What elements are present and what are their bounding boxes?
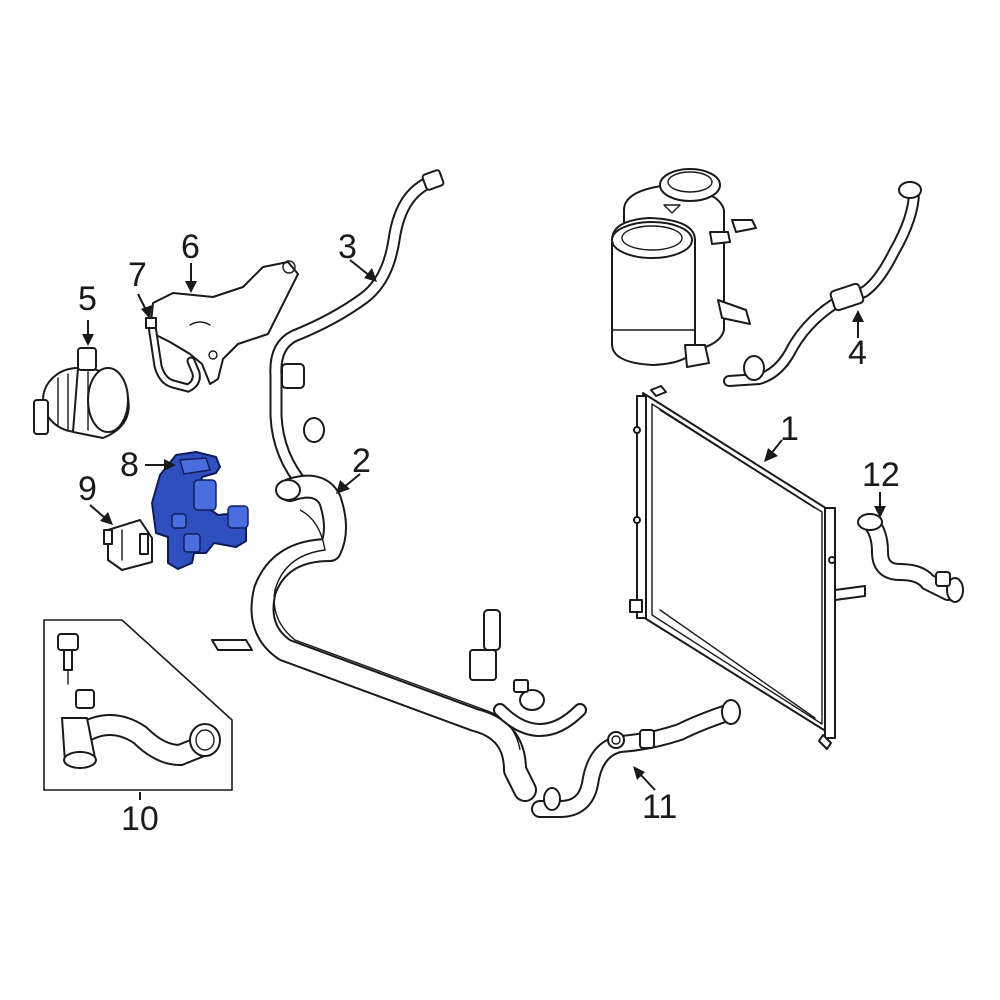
- part-9-bracket[interactable]: [103, 519, 153, 571]
- part-8-coolant-valve[interactable]: [151, 451, 249, 570]
- part-1-radiator[interactable]: [629, 385, 866, 750]
- leader-12: [874, 492, 886, 518]
- part-5-water-pump[interactable]: [33, 347, 130, 439]
- callout-1[interactable]: 1: [780, 410, 799, 448]
- leader-3: [349, 259, 377, 282]
- expansion-tank[interactable]: [611, 168, 757, 368]
- leader-1: [764, 439, 783, 462]
- callout-4[interactable]: 4: [848, 334, 867, 372]
- callout-10[interactable]: 10: [121, 800, 159, 838]
- part-3-hose[interactable]: [269, 169, 445, 493]
- callout-7[interactable]: 7: [128, 256, 147, 294]
- callout-12[interactable]: 12: [862, 456, 900, 494]
- leader-7: [137, 293, 152, 319]
- part-4-vent-hose[interactable]: [723, 181, 922, 387]
- part-2-hose-assembly[interactable]: [211, 474, 587, 802]
- leader-9: [89, 504, 113, 525]
- leader-8: [145, 459, 176, 471]
- callout-11[interactable]: 11: [642, 788, 677, 826]
- part-11-hose[interactable]: [531, 699, 741, 818]
- callout-2[interactable]: 2: [352, 442, 371, 480]
- callout-9[interactable]: 9: [78, 470, 97, 508]
- leader-5: [82, 320, 94, 346]
- leader-11: [633, 766, 656, 791]
- part-6-bracket[interactable]: [149, 260, 299, 385]
- callout-3[interactable]: 3: [338, 228, 357, 266]
- leader-4: [852, 310, 864, 338]
- part-7-clamp[interactable]: [145, 317, 201, 393]
- leader-6: [185, 263, 197, 293]
- callout-5[interactable]: 5: [78, 280, 97, 318]
- callout-6[interactable]: 6: [181, 228, 200, 266]
- callout-8[interactable]: 8: [120, 446, 139, 484]
- leader-2: [336, 473, 361, 494]
- part-12-hose[interactable]: [857, 513, 964, 603]
- part-10-inset-box[interactable]: [43, 619, 233, 791]
